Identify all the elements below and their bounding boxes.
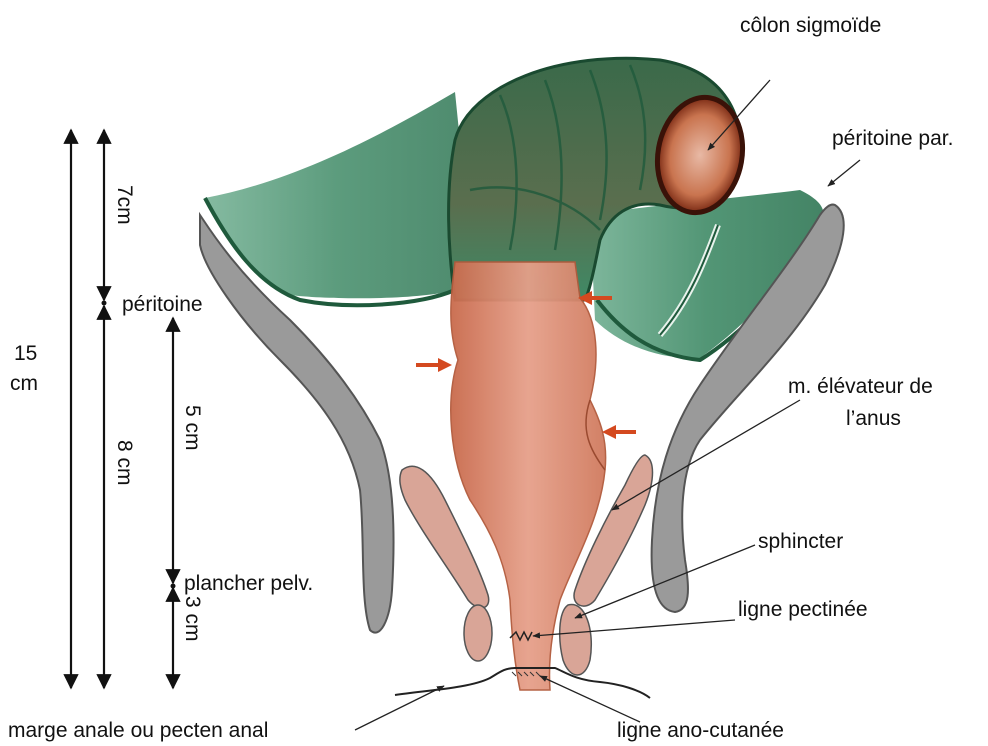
label-colon-sigmoide: côlon sigmoïde xyxy=(740,14,881,37)
dim-bottom-label: 3 cm xyxy=(181,596,204,642)
label-elevateur-line1: m. élévateur de xyxy=(788,375,933,398)
label-marge-anale: marge anale ou pecten anal xyxy=(8,719,268,742)
dim-mid-label: 5 cm xyxy=(181,405,204,451)
label-plancher-pelv: plancher pelv. xyxy=(184,572,313,595)
dim-lower-label: 8 cm xyxy=(113,440,136,486)
sphincter-right xyxy=(560,604,592,675)
label-elevateur-line2: l’anus xyxy=(846,407,901,430)
peritoneum-left xyxy=(205,92,470,298)
dim-upper-label: 7cm xyxy=(113,185,136,225)
label-peritoine-par: péritoine par. xyxy=(832,127,953,150)
label-ligne-ano-cutanee: ligne ano-cutanée xyxy=(617,719,784,742)
dim-total-unit: cm xyxy=(10,372,38,395)
label-ligne-pectinee: ligne pectinée xyxy=(738,598,868,621)
label-sphincter: sphincter xyxy=(758,530,843,553)
dim-total-value: 15 xyxy=(14,342,37,365)
sphincter-left xyxy=(464,605,492,661)
label-peritoine: péritoine xyxy=(122,293,203,316)
